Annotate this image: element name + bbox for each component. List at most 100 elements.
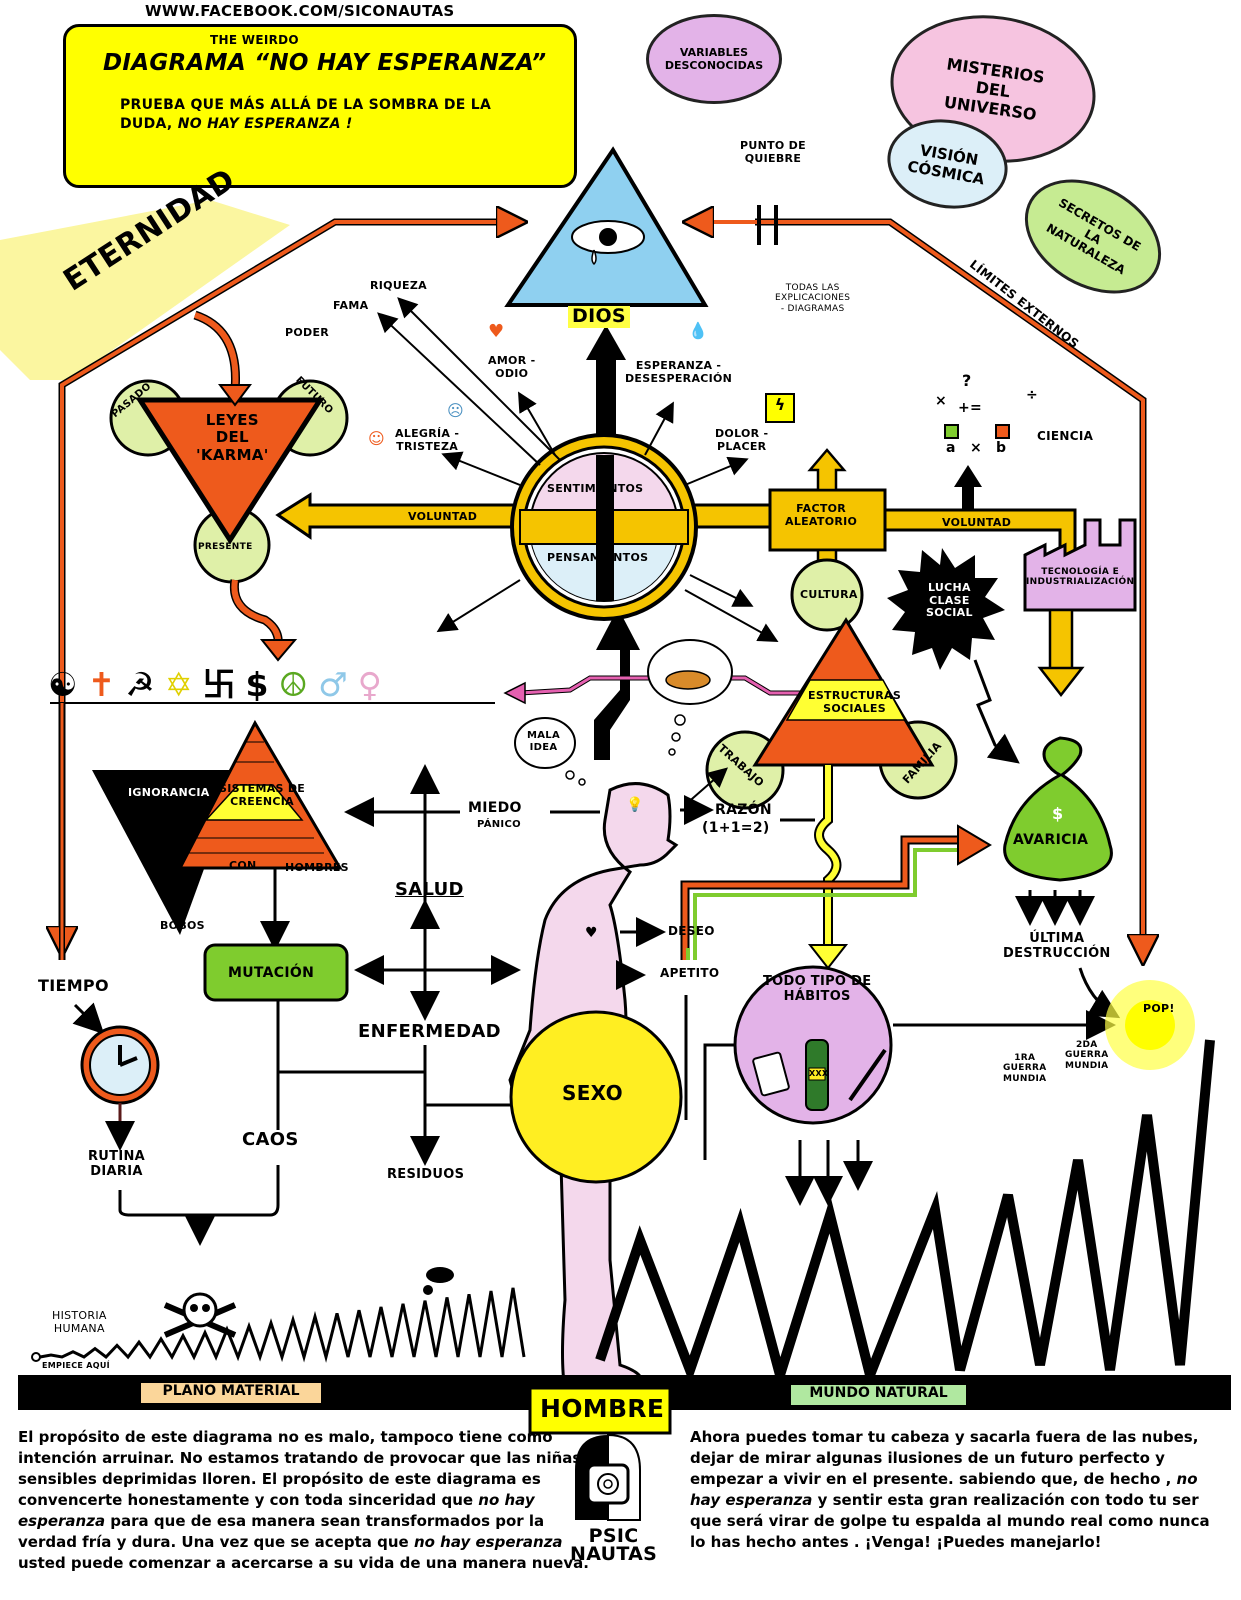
poder-label: PODER bbox=[285, 326, 330, 339]
label-line: DEL bbox=[215, 428, 249, 447]
label-line: MALA bbox=[527, 730, 561, 741]
ignorancia-label: IGNORANCIA bbox=[128, 786, 210, 799]
label-line: LUCHA bbox=[927, 581, 971, 594]
razon-equation: (1+1=2) bbox=[702, 820, 770, 836]
math-x: × bbox=[970, 440, 983, 456]
presente-label: PRESENTE bbox=[198, 542, 253, 552]
math-a: a bbox=[946, 440, 956, 456]
peace-icon: ☮ bbox=[278, 665, 309, 704]
label-line: DESTRUCCIÓN bbox=[1003, 945, 1111, 961]
miedo-label: MIEDO bbox=[468, 800, 522, 816]
caos-label: CAOS bbox=[242, 1129, 299, 1150]
math-ops: += bbox=[958, 400, 983, 416]
label-line: LEYES bbox=[205, 411, 259, 429]
label-line: INDUSTRIALIZACIÓN bbox=[1026, 577, 1135, 588]
label-line: PUNTO DE bbox=[740, 139, 806, 152]
paragraph-line: convencerte honestamente y con toda sinc… bbox=[18, 1491, 535, 1509]
label-line: HISTORIA bbox=[52, 1309, 107, 1322]
hombres-label: HOMBRES bbox=[285, 861, 349, 874]
label-line: TRISTEZA bbox=[396, 439, 459, 453]
label-line: 'KARMA' bbox=[196, 445, 269, 464]
hammer-sickle-icon: ☭ bbox=[125, 665, 155, 704]
subtitle-emphasis: NO HAY ESPERANZA ! bbox=[177, 116, 353, 132]
math-green-square bbox=[944, 424, 959, 439]
cross-icon: ✝ bbox=[87, 665, 116, 704]
radiating-arrows bbox=[377, 297, 779, 642]
paragraph-line: que será virar de golpe tu espalda al mu… bbox=[690, 1512, 1210, 1530]
title-box bbox=[63, 24, 577, 188]
paragraph-line: sensibles deprimidas lloren. El propósit… bbox=[18, 1470, 541, 1488]
ignorancia-triangle bbox=[92, 770, 240, 935]
creencia-bricks bbox=[188, 741, 324, 854]
logo-bottom: NAUTAS bbox=[570, 1543, 658, 1565]
cloud-text: VARIABLES bbox=[679, 46, 749, 59]
lucha-starburst bbox=[887, 548, 1005, 670]
plano-material-label: PLANO MATERIAL bbox=[140, 1382, 322, 1404]
habitos-arrows bbox=[785, 1140, 873, 1206]
panico-label: PÁNICO bbox=[477, 819, 521, 830]
star-of-david-icon: ✡ bbox=[164, 665, 193, 704]
pop-label: POP! bbox=[1143, 1002, 1175, 1015]
pensamientos-label: PENSAMIENTOS bbox=[547, 551, 649, 564]
math-times: × bbox=[935, 393, 948, 409]
deseo-label: DESEO bbox=[668, 924, 715, 938]
label-line: GUERRA bbox=[1065, 1050, 1109, 1061]
label-line: HÁBITOS bbox=[783, 988, 851, 1004]
riqueza-label: RIQUEZA bbox=[370, 279, 427, 292]
label-line: ESPERANZA - bbox=[635, 359, 722, 372]
label-line: IDEA bbox=[529, 741, 558, 753]
label-line: TODAS LAS bbox=[785, 283, 840, 293]
paragraph-line: empezar a vivir en el presente. sabiendo… bbox=[690, 1470, 1198, 1488]
paragraph-line: dejar de mirar algunas ilusiones de un f… bbox=[690, 1449, 1165, 1467]
tiempo-label: TIEMPO bbox=[38, 976, 109, 995]
history-zigzag-thick bbox=[595, 1039, 1215, 1393]
hombre-label: HOMBRE bbox=[540, 1394, 665, 1423]
skull-icon bbox=[163, 1292, 237, 1338]
teardrop-icon: 💧 bbox=[688, 321, 709, 340]
amor-odio-label: AMOR -ODIO bbox=[488, 354, 535, 380]
paragraph-line: intención arruinar. No estamos tratando … bbox=[18, 1449, 582, 1467]
label-line: ALEATORIO bbox=[785, 514, 858, 528]
money-bag bbox=[1003, 736, 1113, 882]
pop-explosion bbox=[1105, 980, 1195, 1070]
paragraph-line: hay esperanza y sentir esta gran realiza… bbox=[690, 1491, 1199, 1509]
paragraph-line: Ahora puedes tomar tu cabeza y sacarla f… bbox=[690, 1428, 1199, 1446]
heart-icon: ♥ bbox=[488, 321, 505, 342]
dollar-icon: $ bbox=[245, 665, 269, 704]
sentimientos-label: SENTIMIENTOS bbox=[547, 482, 644, 495]
sexo-label: SEXO bbox=[562, 1081, 623, 1105]
label-line: 2DA bbox=[1075, 1040, 1098, 1050]
empiece-aqui-label: EMPIECE AQUÍ bbox=[42, 1361, 110, 1370]
logo-top: PSIC bbox=[588, 1525, 639, 1547]
mutacion-box bbox=[203, 943, 349, 1002]
left-paragraph: El propósito de este diagrama no es malo… bbox=[18, 1427, 589, 1574]
cloud-text: DESCONOCIDAS bbox=[664, 59, 764, 72]
eternidad-glow bbox=[0, 200, 290, 380]
page-title: DIAGRAMA “NO HAY ESPERANZA” bbox=[103, 50, 547, 76]
label-line: SISTEMAS DE bbox=[219, 782, 306, 795]
label-line: MUNDIA bbox=[1003, 1073, 1047, 1084]
factor-aleatorio-box bbox=[768, 488, 887, 552]
label-line: ÚLTIMA bbox=[1029, 931, 1085, 946]
history-zigzag bbox=[39, 1287, 526, 1363]
subtitle-line-2: DUDA, NO HAY ESPERANZA ! bbox=[120, 116, 353, 132]
factory bbox=[1023, 518, 1137, 612]
facebook-url[interactable]: WWW.FACEBOOK.COM/SICONAUTAS bbox=[145, 2, 455, 20]
subtitle-line-1: PRUEBA QUE MÁS ALLÁ DE LA SOMBRA DE LA bbox=[120, 97, 492, 113]
sexo-circle bbox=[509, 1010, 683, 1184]
comedy-mask-icon: ☺ bbox=[368, 429, 385, 448]
label-line: RUTINA bbox=[88, 1149, 146, 1164]
label-line: CREENCIA bbox=[230, 794, 294, 808]
karma-triangle bbox=[135, 397, 325, 545]
label-line: ESTRUCTURAS bbox=[808, 689, 902, 702]
body-heart-icon: ♥ bbox=[585, 925, 598, 941]
right-paragraph: Ahora puedes tomar tu cabeza y sacarla f… bbox=[690, 1427, 1210, 1553]
